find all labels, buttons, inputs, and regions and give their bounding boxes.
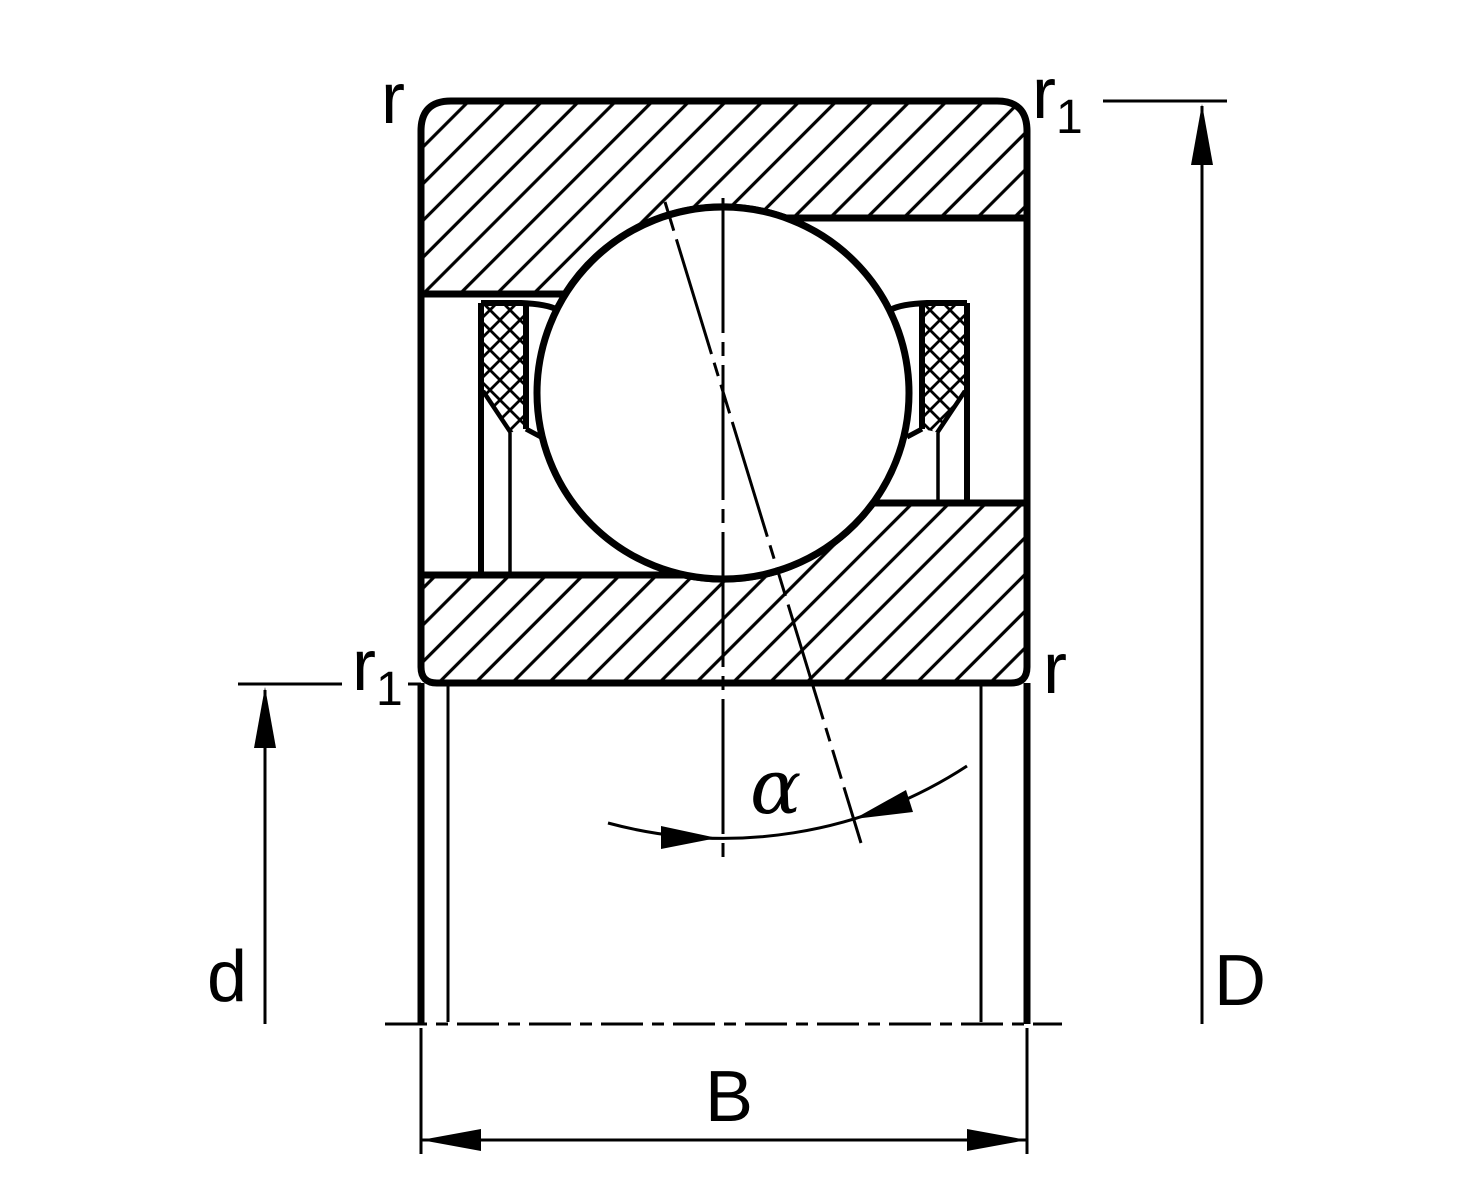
label-width-B: B	[705, 1057, 754, 1137]
bore-silhouette	[417, 683, 1031, 1024]
label-bore-diameter-d: d	[207, 937, 248, 1017]
outside-diameter-dimension	[1103, 99, 1227, 1024]
width-dimension	[419, 1028, 1029, 1154]
contact-angle-line	[663, 201, 863, 844]
arc-arrowhead-right	[854, 790, 913, 819]
d-arrowhead	[254, 687, 276, 748]
label-r1-top-right-base: r	[1032, 54, 1056, 134]
label-r1-top-right: r1	[1032, 58, 1083, 142]
right-seal	[888, 300, 970, 503]
B-arrowhead-right	[967, 1129, 1027, 1151]
label-r1-mid-left-sub: 1	[375, 663, 403, 716]
B-arrowhead-left	[421, 1129, 481, 1151]
label-r-top-left: r	[381, 59, 405, 139]
label-r1-mid-left-base: r	[352, 626, 376, 706]
arc-arrowhead-left	[661, 826, 717, 849]
label-contact-angle-alpha: α	[750, 742, 802, 831]
bore-diameter-dimension	[238, 682, 342, 1024]
left-seal	[478, 300, 560, 575]
D-arrowhead	[1191, 104, 1213, 165]
label-outside-diameter-D: D	[1214, 941, 1266, 1021]
contact-angle-arc	[607, 764, 968, 849]
label-r-mid-right: r	[1043, 629, 1067, 709]
label-r1-top-right-sub: 1	[1055, 91, 1083, 144]
label-r1-mid-left: r1	[352, 630, 403, 714]
